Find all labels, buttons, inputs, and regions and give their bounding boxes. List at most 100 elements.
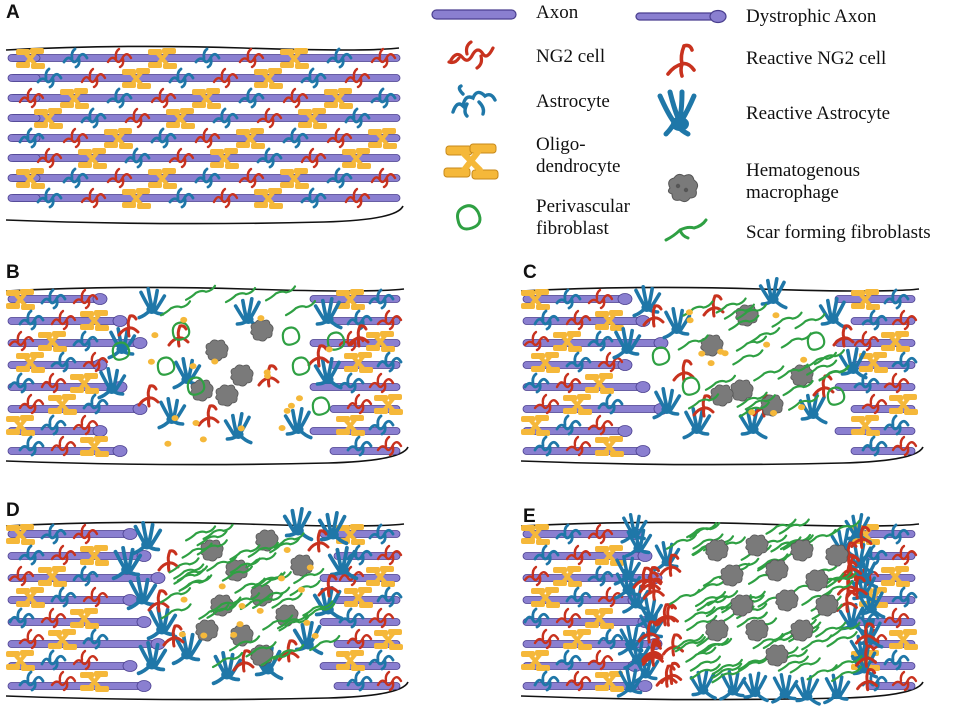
reactive-ng2-cell [137,384,160,408]
oligodendrocyte [531,352,560,373]
myelin-debris [278,425,286,432]
astrocyte [36,67,63,89]
oligodendrocyte [148,48,177,69]
astrocyte [72,330,99,352]
scar-forming-fibroblast [700,637,733,654]
scar-forming-fibroblast [269,537,301,554]
astrocyte [523,607,550,629]
oligodendrocyte [60,88,89,109]
dystrophic-axon-bulb [136,680,152,692]
axon [333,682,401,690]
scar-forming-fibroblast [711,667,743,684]
legend-label-reactive-astrocyte: Reactive Astrocyte [746,103,891,124]
scar-forming-fibroblast [181,542,213,559]
reactive-astrocyte [689,669,717,700]
macrophage [215,384,239,407]
myelin-debris [685,309,693,316]
dystrophic-axon-icon [635,9,727,24]
scar-forming-fibroblast [159,587,192,604]
oligodendrocyte [374,394,403,415]
tissue-outline-top [5,521,405,527]
scar-forming-fibroblast [224,286,257,304]
ng2-cell [36,147,63,169]
scar-forming-fibroblast [711,662,743,680]
scar-forming-fibroblast [228,635,261,652]
scar-forming-fibroblast [196,539,228,556]
scar-forming-fibroblast-icon [664,218,708,242]
dystrophic-axon-bulb [136,550,152,562]
reactive-astrocyte [327,545,359,581]
ng2-cell [256,107,283,129]
scar-forming-fibroblast [696,595,728,612]
macrophage [745,619,769,642]
oligodendrocyte [16,48,45,69]
oligodendrocyte [851,415,880,436]
scar-forming-fibroblast [184,525,217,542]
astrocyte [106,87,133,109]
oligodendrocyte [881,566,910,587]
scar-forming-fibroblast [813,349,846,366]
astrocyte [555,523,582,545]
panel-e-mature-scar [520,512,924,706]
astrocyte [533,435,560,457]
scar-forming-fibroblast [818,365,850,382]
scar-forming-fibroblast [278,615,310,632]
scar-forming-fibroblast [184,284,217,301]
ng2-cell [150,87,177,109]
astrocyte [82,628,109,650]
ng2-cell [72,414,99,436]
axon [834,339,916,347]
macrophage [825,544,849,567]
legend-label-astrocyte: Astrocyte [536,91,610,112]
oligodendrocyte [236,128,265,149]
oligodendrocyte [336,289,365,310]
dystrophic-axon-bulb [132,337,148,349]
astrocyte [346,435,373,457]
astrocyte [40,649,67,671]
scar-forming-fibroblast [196,530,228,547]
myelin-debris [325,346,333,353]
oligodendrocyte [889,629,918,650]
reactive-astrocyte [771,673,799,704]
astrocyte [40,414,67,436]
reactive-astrocyte [157,396,187,430]
ng2-cell [282,87,309,109]
scar-forming-fibroblast [782,379,814,397]
scar-forming-fibroblast [264,285,297,302]
oligodendrocyte [563,629,592,650]
scar-forming-fibroblast [210,596,242,613]
oligodendrocyte [192,88,221,109]
ng2-cell [533,628,560,650]
tissue-outline-bottom [5,446,409,466]
reactive-astrocyte [126,575,158,611]
ng2-cell [883,607,910,629]
astrocyte [565,351,592,373]
scar-forming-fibroblast [289,580,321,597]
astrocyte-icon [451,84,497,118]
ng2-cell [40,372,67,394]
scar-forming-fibroblast [787,394,820,411]
reactive-astrocyte [662,306,692,340]
ng2-cell [370,47,397,69]
oligodendrocyte [78,148,107,169]
macrophage [775,589,799,612]
reactive-astrocyte [622,582,650,614]
myelin-debris [295,395,303,402]
ng2-cell [18,87,45,109]
reactive-ng2-cell [197,404,220,428]
oligodendrocyte [38,566,67,587]
oligodendrocyte [521,415,550,436]
ng2-cell [106,47,133,69]
ng2-cell [106,167,133,189]
myelin-debris [236,621,244,628]
scar-forming-fibroblast [304,602,336,619]
ng2-cell [597,586,624,608]
astrocyte [861,435,888,457]
perivascular-fibroblast [806,331,826,351]
astrocyte [40,523,67,545]
perivascular-fibroblast [186,376,206,396]
astrocyte [883,523,910,545]
macrophage [730,379,754,402]
reactive-astrocyte [612,326,642,360]
scar-forming-fibroblast [677,334,709,351]
